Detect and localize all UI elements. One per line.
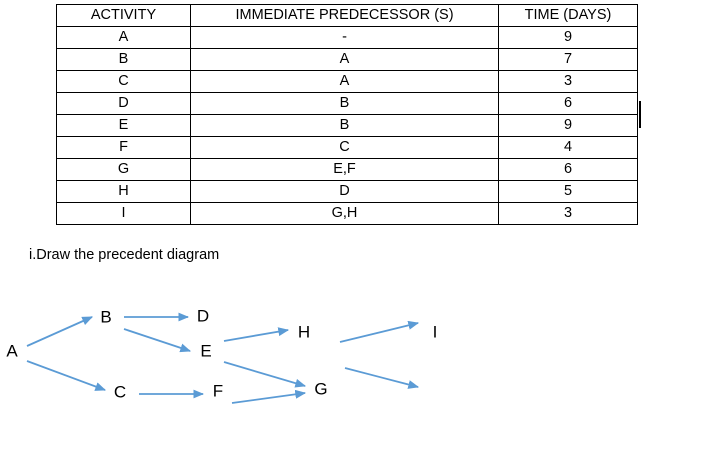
diagram-arrow-D-to-H — [223, 327, 290, 342]
cell-predecessors: A — [190, 48, 499, 71]
table-row: I G,H 3 — [56, 202, 638, 225]
cell-predecessors: B — [190, 92, 499, 115]
activity-table: ACTIVITY IMMEDIATE PREDECESSOR (S) TIME … — [56, 4, 638, 225]
cell-activity: I — [56, 202, 191, 225]
cell-predecessors: G,H — [190, 202, 499, 225]
table-row: C A 3 — [56, 70, 638, 93]
table-row: G E,F 6 — [56, 158, 638, 181]
table-row: F C 4 — [56, 136, 638, 159]
cell-predecessors: B — [190, 114, 499, 137]
cell-time: 5 — [498, 180, 638, 203]
cell-predecessors: C — [190, 136, 499, 159]
diagram-arrow-G-to-I — [344, 367, 420, 389]
table-row: B A 7 — [56, 48, 638, 71]
cell-activity: H — [56, 180, 191, 203]
diagram-arrow-A-to-B — [26, 316, 93, 347]
diagram-arrow-H-to-I — [339, 320, 420, 343]
cell-time: 6 — [498, 92, 638, 115]
text-caret — [639, 101, 641, 128]
diagram-node-I: I — [433, 322, 438, 341]
cell-activity: B — [56, 48, 191, 71]
diagram-node-D: D — [197, 306, 209, 325]
diagram-arrow-F-to-G — [231, 389, 307, 404]
cell-activity: G — [56, 158, 191, 181]
diagram-arrow-A-to-C — [26, 360, 107, 391]
diagram-node-C: C — [114, 382, 126, 401]
diagram-node-H: H — [298, 322, 310, 341]
cell-activity: C — [56, 70, 191, 93]
table-row: A - 9 — [56, 26, 638, 49]
cell-time: 4 — [498, 136, 638, 159]
cell-time: 9 — [498, 114, 638, 137]
diagram-node-E: E — [200, 341, 211, 360]
table-row: H D 5 — [56, 180, 638, 203]
cell-time: 3 — [498, 70, 638, 93]
cell-time: 3 — [498, 202, 638, 225]
diagram-node-F: F — [213, 381, 223, 400]
cell-time: 7 — [498, 48, 638, 71]
cell-predecessors: A — [190, 70, 499, 93]
diagram-nodes: A B C DE F G H I — [6, 306, 437, 401]
diagram-arrow-E-to-G — [223, 361, 307, 388]
table-row: D B 6 — [56, 92, 638, 115]
cell-predecessors: E,F — [190, 158, 499, 181]
cell-activity: A — [56, 26, 191, 49]
table-row: E B 9 — [56, 114, 638, 137]
column-header-time: TIME (DAYS) — [498, 4, 638, 27]
diagram-arrow-B-to-E — [123, 328, 192, 353]
cell-time: 6 — [498, 158, 638, 181]
diagram-edges — [26, 312, 420, 404]
cell-activity: F — [56, 136, 191, 159]
cell-time: 9 — [498, 26, 638, 49]
column-header-activity: ACTIVITY — [56, 4, 191, 27]
diagram-node-B: B — [100, 307, 111, 326]
activity-table-container: ACTIVITY IMMEDIATE PREDECESSOR (S) TIME … — [56, 4, 638, 225]
precedence-diagram-canvas: A B C DE F G H I — [6, 306, 437, 404]
column-header-predecessors: IMMEDIATE PREDECESSOR (S) — [190, 4, 499, 27]
question-prompt: i.Draw the precedent diagram — [29, 247, 220, 263]
diagram-node-A: A — [6, 341, 18, 360]
cell-predecessors: D — [190, 180, 499, 203]
diagram-node-G: G — [314, 379, 327, 398]
table-header-row: ACTIVITY IMMEDIATE PREDECESSOR (S) TIME … — [56, 4, 638, 27]
cell-activity: D — [56, 92, 191, 115]
cell-predecessors: - — [190, 26, 499, 49]
cell-activity: E — [56, 114, 191, 137]
